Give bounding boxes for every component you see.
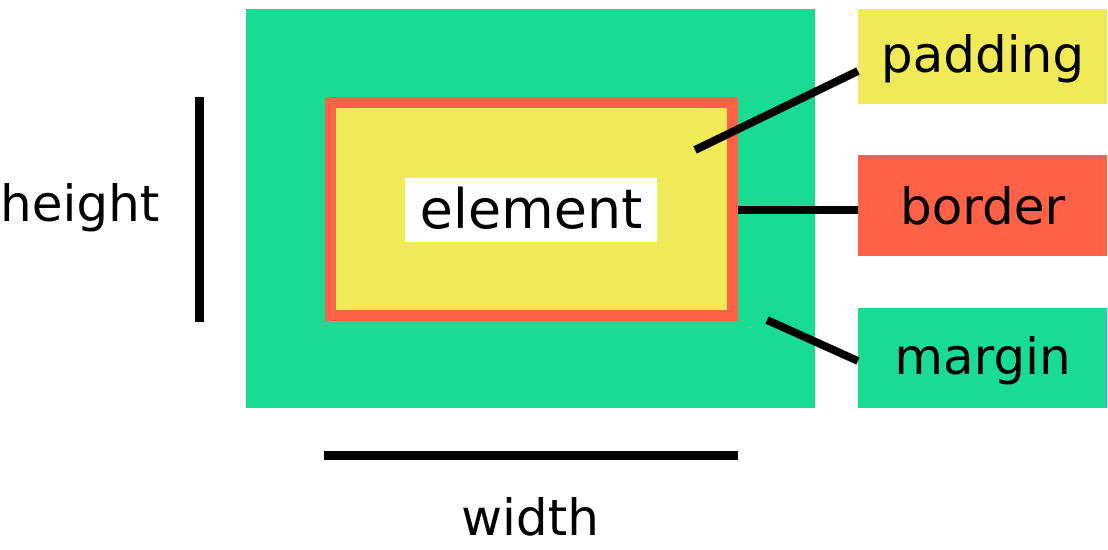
legend-padding: padding bbox=[858, 9, 1107, 104]
legend-margin: margin bbox=[858, 308, 1107, 408]
legend-border: border bbox=[858, 155, 1107, 256]
height-label: height bbox=[0, 175, 160, 233]
width-label: width bbox=[461, 489, 599, 547]
height-indicator-bar bbox=[195, 97, 204, 322]
element-content-label: element bbox=[405, 178, 657, 242]
width-indicator-bar bbox=[324, 451, 738, 460]
